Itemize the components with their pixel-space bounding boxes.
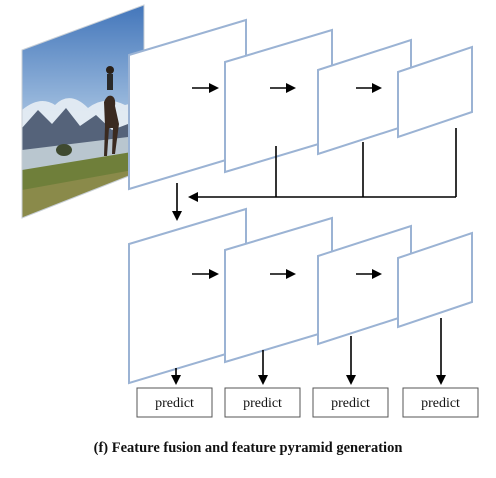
- top-arrow-3: [356, 83, 382, 93]
- predict-box-3: predict: [312, 387, 389, 418]
- down-arrow-to-bottom: [172, 183, 182, 221]
- predict-label: predict: [155, 396, 194, 411]
- bottom-arrow-1: [192, 269, 219, 279]
- bottom-arrow-2: [270, 269, 296, 279]
- top-arrow-2: [270, 83, 296, 93]
- predict-box-1: predict: [136, 387, 213, 418]
- predict-label: predict: [421, 396, 460, 411]
- predict-arrow-2: [258, 350, 268, 385]
- predict-label: predict: [243, 396, 282, 411]
- figure-caption: (f) Feature fusion and feature pyramid g…: [93, 440, 403, 456]
- predict-arrow-3: [346, 336, 356, 385]
- predict-arrow-1: [171, 368, 181, 385]
- bottom-feature-map-4: [397, 231, 473, 329]
- predict-box-2: predict: [224, 387, 301, 418]
- bottom-arrow-3: [356, 269, 382, 279]
- top-arrow-1: [192, 83, 219, 93]
- fusion-connector: [188, 128, 457, 202]
- top-feature-map-4: [397, 45, 473, 139]
- predict-label: predict: [331, 396, 370, 411]
- predict-arrow-4: [436, 318, 446, 385]
- predict-box-4: predict: [402, 387, 479, 418]
